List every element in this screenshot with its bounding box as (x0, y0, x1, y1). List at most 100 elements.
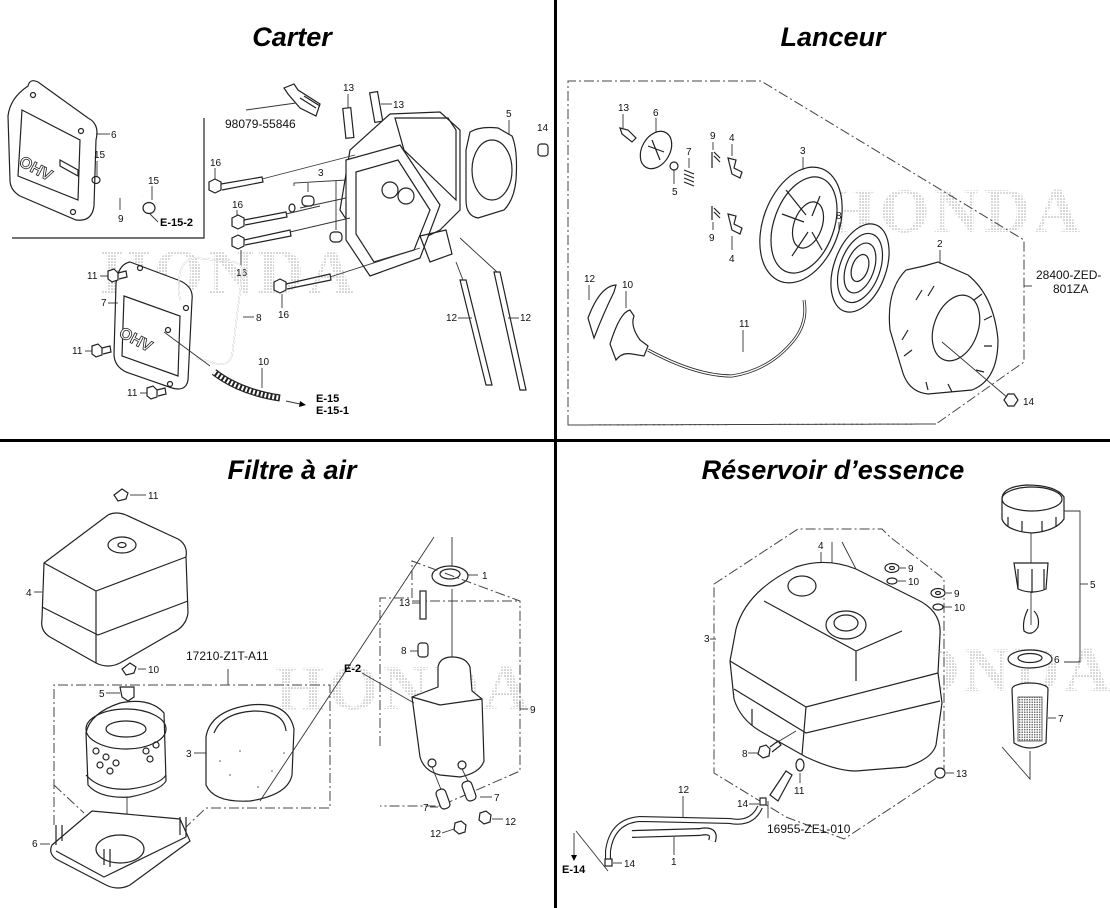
breather-cover-part: OHV (7, 80, 98, 221)
callout-13: 13 (343, 83, 355, 94)
tank-assembly-outline (713, 528, 945, 840)
callout-16: 16 (232, 200, 244, 211)
section-title: Filtre à air (227, 455, 357, 485)
section-lanceur: Lanceur HONDA 28400-ZED- 801ZA 13 6 5 7 … (556, 0, 1110, 440)
foam-element-part (205, 703, 295, 802)
filtre-diagram: HONDA 11 4 10 17210-Z1T-A11 5 (26, 488, 536, 889)
callout-14: 14 (624, 859, 636, 870)
callout-10: 10 (954, 603, 966, 614)
callout-14: 14 (737, 799, 749, 810)
fuel-tank-part (729, 561, 943, 772)
valve-cover-part: OHV (113, 261, 193, 390)
callout-10: 10 (148, 665, 160, 676)
callout-9: 9 (709, 233, 715, 244)
callout-5: 5 (1090, 580, 1096, 591)
callout-16: 16 (278, 310, 290, 321)
callout-12: 12 (430, 829, 442, 840)
callout-8: 8 (401, 646, 407, 657)
callout-1: 1 (671, 857, 677, 868)
callout-3: 3 (186, 749, 192, 760)
callout-12: 12 (520, 313, 532, 324)
callout-13: 13 (956, 769, 968, 780)
callout-12: 12 (446, 313, 458, 324)
ref-e-15-1: E-15-1 (316, 405, 349, 417)
oil-bowl-part (411, 656, 485, 778)
callout-12: 12 (678, 785, 690, 796)
spark-plug-part (283, 83, 321, 117)
callout-4: 4 (26, 588, 32, 599)
starter-housing-part (888, 261, 999, 395)
callout-14: 14 (1023, 397, 1035, 408)
callout-8: 8 (742, 749, 748, 760)
reservoir-diagram: HONDA 3 4 9 10 9 (562, 484, 1110, 876)
callout-10: 10 (258, 357, 270, 368)
callout-15: 15 (148, 176, 160, 187)
callout-6: 6 (111, 130, 117, 141)
callout-11: 11 (87, 271, 98, 282)
callout-4: 4 (729, 133, 735, 144)
carter-diagram: HONDA OHV 6 15 9 15 E-15-2 98079-55 (7, 80, 549, 417)
callout-7: 7 (686, 147, 692, 158)
air-filter-element-part (85, 700, 167, 798)
callout-5: 5 (506, 109, 512, 120)
callout-7: 7 (423, 803, 429, 814)
callout-5: 5 (99, 689, 105, 700)
head-gasket-part (465, 126, 518, 219)
part-number-spark-plug: 98079-55846 (225, 117, 296, 131)
callout-1: 1 (482, 571, 488, 582)
callout-13: 13 (618, 103, 630, 114)
callout-7: 7 (1058, 714, 1064, 725)
callout-10: 10 (908, 577, 920, 588)
callout-13: 13 (393, 100, 405, 111)
ref-e-2: E-2 (344, 663, 361, 675)
callout-12: 12 (584, 274, 596, 285)
ref-e-14: E-14 (562, 864, 586, 876)
callout-6: 6 (653, 108, 659, 119)
callout-7: 7 (494, 793, 500, 804)
fuel-strainer-part (1011, 682, 1049, 749)
callout-4: 4 (729, 254, 735, 265)
callout-9: 9 (710, 131, 716, 142)
ref-e-15-2: E-15-2 (160, 217, 193, 229)
air-cleaner-base-part (50, 810, 191, 889)
callout-10: 10 (622, 280, 634, 291)
callout-8: 8 (256, 313, 262, 324)
callout-2: 2 (937, 239, 943, 250)
honda-watermark: HONDA (275, 652, 533, 723)
callout-3: 3 (704, 634, 710, 645)
callout-9: 9 (908, 564, 914, 575)
part-number-fuel-cock: 16955-ZE1-010 (767, 822, 851, 836)
callout-7: 7 (101, 298, 107, 309)
callout-11: 11 (127, 388, 138, 399)
inset-frame (12, 118, 205, 239)
callout-11: 11 (148, 491, 159, 502)
callout-6: 6 (32, 839, 38, 850)
part-number-line1: 28400-ZED- (1036, 268, 1101, 282)
part-number-line2: 801ZA (1053, 282, 1088, 296)
callout-9: 9 (530, 705, 536, 716)
section-title: Carter (252, 22, 332, 52)
callout-4: 4 (818, 541, 824, 552)
callout-11: 11 (739, 319, 750, 330)
callout-8: 8 (836, 211, 842, 222)
assembly-outline (567, 80, 1025, 426)
part-number-element: 17210-Z1T-A11 (186, 649, 269, 663)
section-title: Lanceur (780, 22, 886, 52)
vertical-divider (554, 0, 557, 908)
section-filtre-a-air: Filtre à air HONDA 11 4 10 17210-Z1T-A11… (0, 441, 555, 908)
air-cleaner-cover-part (41, 512, 189, 667)
ref-e-15: E-15 (316, 393, 339, 405)
horizontal-divider (0, 439, 1110, 442)
section-reservoir-essence: Réservoir d’essence HONDA 3 4 9 10 (556, 441, 1110, 908)
callout-15: 15 (94, 150, 106, 161)
fuel-cap-part (1001, 484, 1065, 634)
callout-3: 3 (800, 146, 806, 157)
callout-14: 14 (537, 123, 549, 134)
cylinder-head-part (339, 111, 461, 277)
lanceur-diagram: HONDA 28400-ZED- 801ZA 13 6 5 7 9 4 9 4 (567, 80, 1101, 426)
callout-3: 3 (318, 168, 324, 179)
section-carter: Carter HONDA OHV 6 15 9 15 E-1 (0, 0, 555, 440)
callout-11: 11 (72, 346, 83, 357)
callout-5: 5 (672, 187, 678, 198)
callout-9: 9 (118, 214, 124, 225)
